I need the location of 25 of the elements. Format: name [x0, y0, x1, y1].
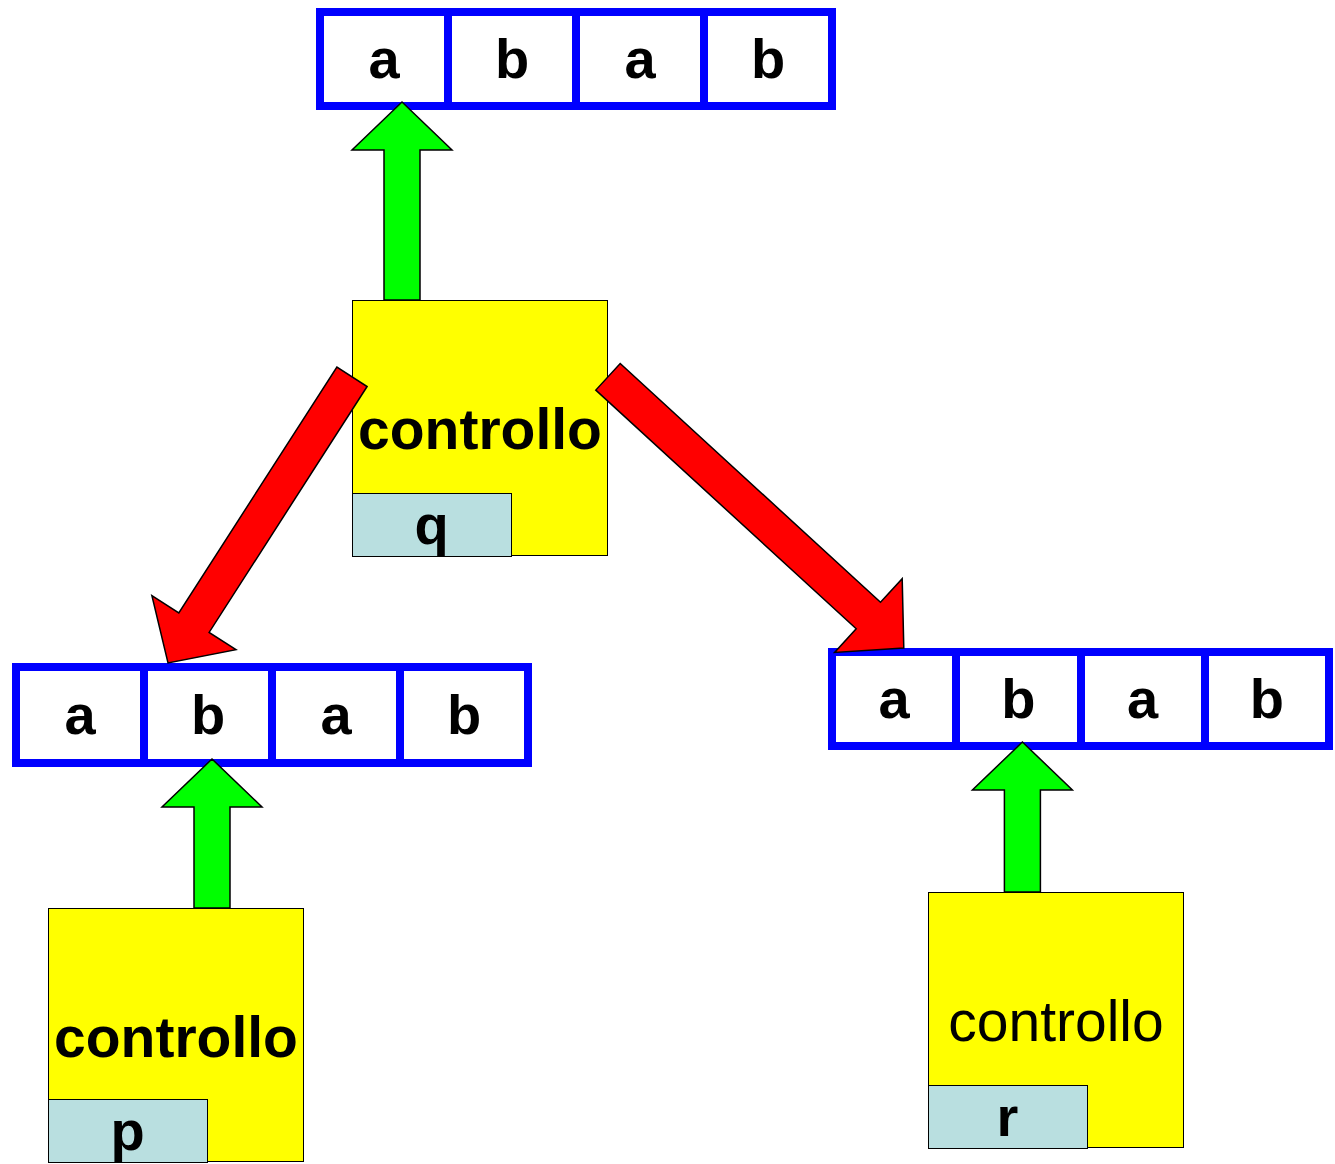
control-label: controllo — [357, 401, 603, 458]
block-arrow — [150, 366, 369, 664]
tape-cell: a — [1084, 656, 1209, 742]
tape-cell: a — [580, 16, 708, 102]
state-box: p — [47, 1098, 208, 1163]
tape-cell: b — [1208, 656, 1325, 742]
control-box — [48, 908, 304, 1162]
block-arrow — [160, 757, 264, 909]
tape-cell: b — [452, 16, 580, 102]
control-label: controllo — [947, 993, 1165, 1050]
block-arrow — [594, 362, 905, 654]
block-arrow — [970, 740, 1075, 893]
tape-strip — [828, 648, 1333, 750]
tape-strip — [12, 663, 532, 767]
tape-strip — [316, 8, 836, 110]
tape-cell: a — [276, 671, 404, 759]
tape-cell: b — [404, 671, 524, 759]
control-label: controllo — [53, 1009, 299, 1066]
tape-cell: b — [708, 16, 828, 102]
control-box — [928, 892, 1184, 1148]
control-box — [352, 300, 608, 556]
block-arrow — [350, 100, 454, 301]
tape-cell: a — [20, 671, 148, 759]
state-box: r — [927, 1084, 1088, 1149]
state-box: q — [351, 492, 512, 557]
